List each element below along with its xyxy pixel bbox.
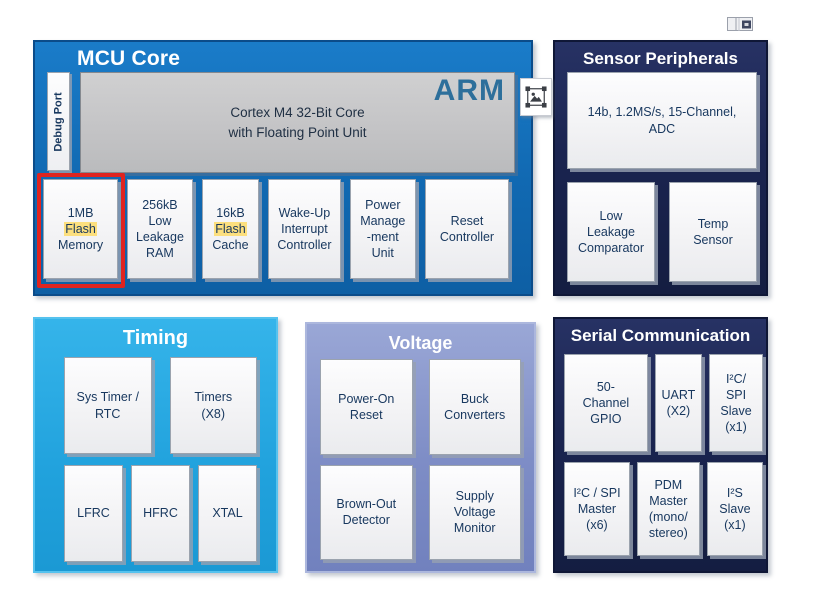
chip-i2c-spi-master-label: I²C / SPI Master (x6) [573, 485, 621, 533]
chip-lfrc: LFRC [64, 465, 123, 562]
chip-wakeup-interrupt-controller: Wake-Up Interrupt Controller [268, 179, 341, 279]
chip-flash-cache: 16kB Flash Cache [201, 179, 260, 279]
chip-xtal: XTAL [198, 465, 257, 562]
timing-title: Timing [122, 327, 189, 349]
chip-i2c-spi-slave: I²C/ SPI Slave (x1) [709, 354, 763, 452]
chip-sys-timer-rtc: Sys Timer / RTC [64, 357, 152, 454]
image-placeholder-icon [520, 78, 552, 116]
serial-chip-row-1: 50- Channel GPIO UART (X2) I²C/ SPI Slav… [564, 354, 763, 452]
chip-brown-out-detector-label: Brown-Out Detector [336, 497, 397, 528]
chip-gpio: 50- Channel GPIO [564, 354, 648, 452]
chip-power-management-unit-label: Power Manage -ment Unit [360, 197, 406, 261]
debug-port-box: Debug Port [47, 72, 70, 171]
chip-buck-converters: Buck Converters [428, 359, 521, 455]
chip-lfrc-label: LFRC [77, 506, 110, 521]
chip-low-leakage-comparator-label: Low Leakage Comparator [578, 208, 644, 256]
voltage-title: Voltage [388, 333, 453, 353]
chip-temp-sensor-label: Temp Sensor [693, 216, 733, 247]
chip-brown-out-detector: Brown-Out Detector [320, 464, 413, 560]
chip-pdm-master-label: PDM Master (mono/ stereo) [648, 477, 688, 541]
cortex-core-box: ARM Cortex M4 32-Bit Core with Floating … [80, 72, 515, 173]
chip-power-on-reset: Power-On Reset [320, 359, 413, 455]
chip-xtal-label: XTAL [212, 506, 243, 521]
chip-timers-x8-label: Timers (X8) [194, 390, 233, 421]
debug-port-label: Debug Port [52, 91, 65, 152]
chip-i2s-slave: I²S Slave (x1) [706, 462, 763, 556]
chip-low-leakage-ram: 256kB Low Leakage RAM [127, 179, 193, 279]
chip-pdm-master: PDM Master (mono/ stereo) [636, 462, 700, 556]
chip-low-leakage-comparator: Low Leakage Comparator [567, 182, 655, 282]
chip-i2c-spi-slave-label: I²C/ SPI Slave (x1) [720, 371, 752, 435]
chip-reset-controller-label: Reset Controller [439, 213, 495, 244]
chip-supply-voltage-monitor-label: Supply Voltage Monitor [453, 488, 496, 536]
chip-sys-timer-rtc-label: Sys Timer / RTC [76, 390, 139, 421]
chip-reset-controller: Reset Controller [425, 179, 509, 279]
flash-memory-line3: Memory [58, 238, 104, 253]
mcu-core-block: MCU Core Debug Port ARM Cortex M4 32-Bit… [33, 40, 533, 296]
serial-communication-block: Serial Communication 50- Channel GPIO UA… [553, 317, 768, 573]
sensor-peripherals-title: Sensor Peripherals [583, 49, 738, 68]
timing-chip-row-1: Sys Timer / RTC Timers (X8) [64, 357, 257, 454]
chip-uart: UART (X2) [654, 354, 703, 452]
picture-glyph [525, 86, 547, 108]
mcu-core-title: MCU Core [77, 47, 181, 70]
timing-chip-row-2: LFRC HFRC XTAL [64, 465, 257, 562]
flash-cache-line3: Cache [212, 238, 249, 253]
arm-logo: ARM [433, 74, 505, 107]
serial-communication-title: Serial Communication [570, 326, 751, 345]
chip-low-leakage-ram-label: 256kB Low Leakage RAM [135, 197, 184, 261]
chip-temp-sensor: Temp Sensor [669, 182, 757, 282]
chip-flash-memory: 1MB Flash Memory [37, 173, 126, 288]
chip-uart-label: UART (X2) [661, 387, 696, 418]
chip-power-management-unit: Power Manage -ment Unit [349, 179, 416, 279]
flash-memory-line1: 1MB [67, 205, 94, 220]
chip-timers-x8: Timers (X8) [169, 357, 257, 454]
flash-cache-highlight: Flash [214, 221, 247, 236]
chip-gpio-label: 50- Channel GPIO [582, 379, 630, 427]
cortex-core-label: Cortex M4 32-Bit Core with Floating Poin… [228, 104, 367, 140]
voltage-block: Voltage Power-On Reset Buck Converters B… [305, 322, 536, 573]
chip-supply-voltage-monitor: Supply Voltage Monitor [428, 464, 521, 560]
flash-cache-line1: 16kB [216, 205, 245, 220]
chip-adc-label: 14b, 1.2MS/s, 15-Channel, ADC [587, 105, 737, 136]
chip-adc: 14b, 1.2MS/s, 15-Channel, ADC [567, 72, 757, 169]
flash-memory-highlight: Flash [64, 221, 97, 236]
chip-i2s-slave-label: I²S Slave (x1) [719, 485, 751, 533]
chip-buck-converters-label: Buck Converters [444, 391, 506, 422]
chip-power-on-reset-label: Power-On Reset [338, 391, 395, 422]
chip-hfrc: HFRC [131, 465, 190, 562]
chip-flash-cache-label: 16kB Flash Cache [212, 205, 248, 254]
small-object-glyph [727, 17, 753, 31]
chip-hfrc-label: HFRC [143, 506, 178, 521]
voltage-chip-grid: Power-On Reset Buck Converters Brown-Out… [320, 359, 521, 560]
sensor-peripherals-block: Sensor Peripherals 14b, 1.2MS/s, 15-Chan… [553, 40, 768, 296]
serial-chip-row-2: I²C / SPI Master (x6) PDM Master (mono/ … [564, 462, 763, 556]
mcu-chip-row: 1MB Flash Memory 256kB Low Leakage RAM 1… [37, 173, 509, 288]
small-object-icon [727, 17, 757, 32]
chip-flash-memory-label: 1MB Flash Memory [58, 205, 103, 254]
sensor-chip-row: Low Leakage Comparator Temp Sensor [567, 182, 757, 282]
chip-wakeup-interrupt-controller-label: Wake-Up Interrupt Controller [277, 205, 332, 253]
timing-block: Timing Sys Timer / RTC Timers (X8) LFRC … [33, 317, 278, 573]
chip-i2c-spi-master: I²C / SPI Master (x6) [564, 462, 630, 556]
